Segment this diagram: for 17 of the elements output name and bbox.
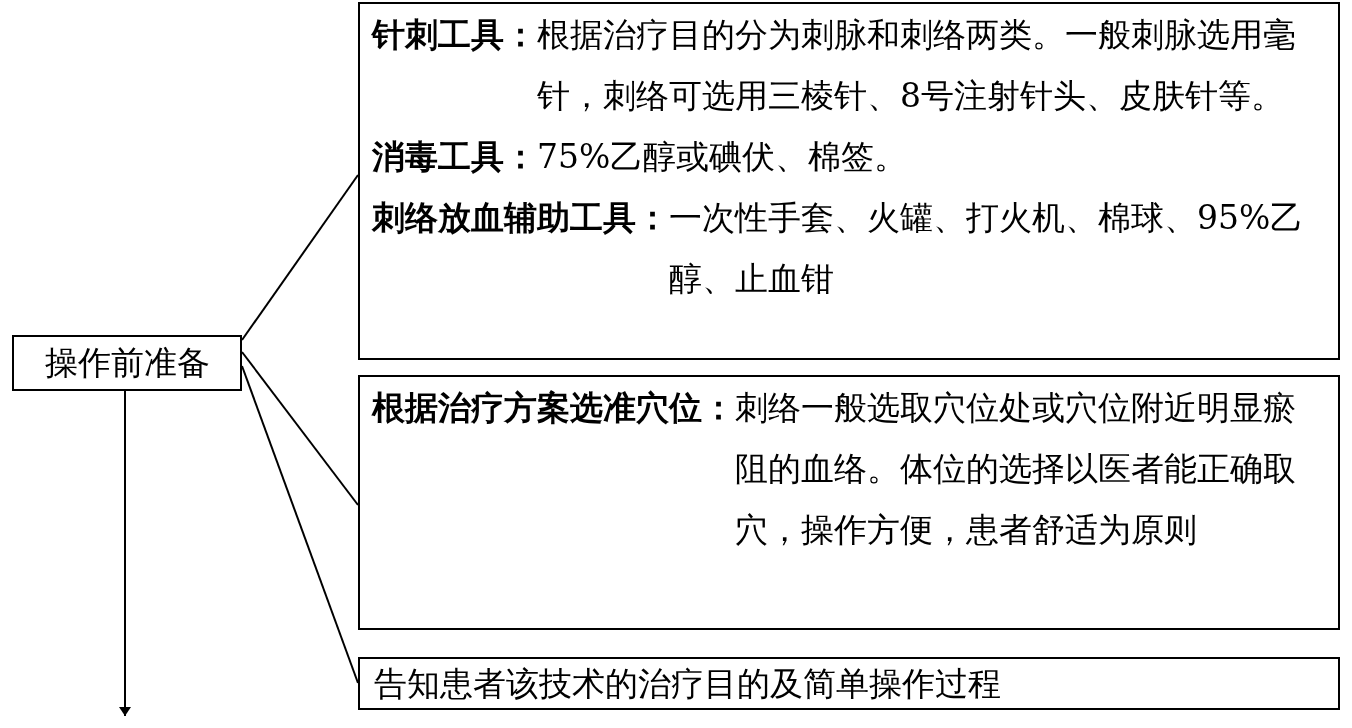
item-description: 根据治疗目的分为刺脉和刺络两类。一般刺脉选用毫针，刺络可选用三棱针、8号注射针头、皮肤针等。 — [537, 14, 1297, 117]
item-description: 一次性手套、火罐、打火机、棉球、95%乙醇、止血钳 — [669, 197, 1305, 300]
item-heading: 刺络放血辅助工具： — [372, 197, 669, 239]
connector-line — [241, 351, 359, 506]
item-description: 刺络一般选取穴位处或穴位附近明显瘀阻的血络。体位的选择以医者能正确取穴，操作方便，患者舒适为原则 — [735, 387, 1297, 551]
box-text: 告知患者该技术的治疗目的及简单操作过程 — [374, 664, 1001, 703]
text-box — [358, 657, 1340, 710]
item-heading: 针刺工具： — [372, 14, 537, 56]
text-box — [358, 375, 1340, 630]
text-box — [358, 2, 1340, 360]
item-heading: 消毒工具： — [372, 136, 537, 178]
text-box — [12, 335, 242, 391]
item-description: 75%乙醇或碘伏、棉签。 — [537, 136, 908, 178]
connector-line — [241, 174, 359, 341]
item-heading: 根据治疗方案选准穴位： — [372, 387, 735, 429]
box-text: 操作前准备 — [44, 343, 210, 382]
arrow — [120, 390, 130, 717]
